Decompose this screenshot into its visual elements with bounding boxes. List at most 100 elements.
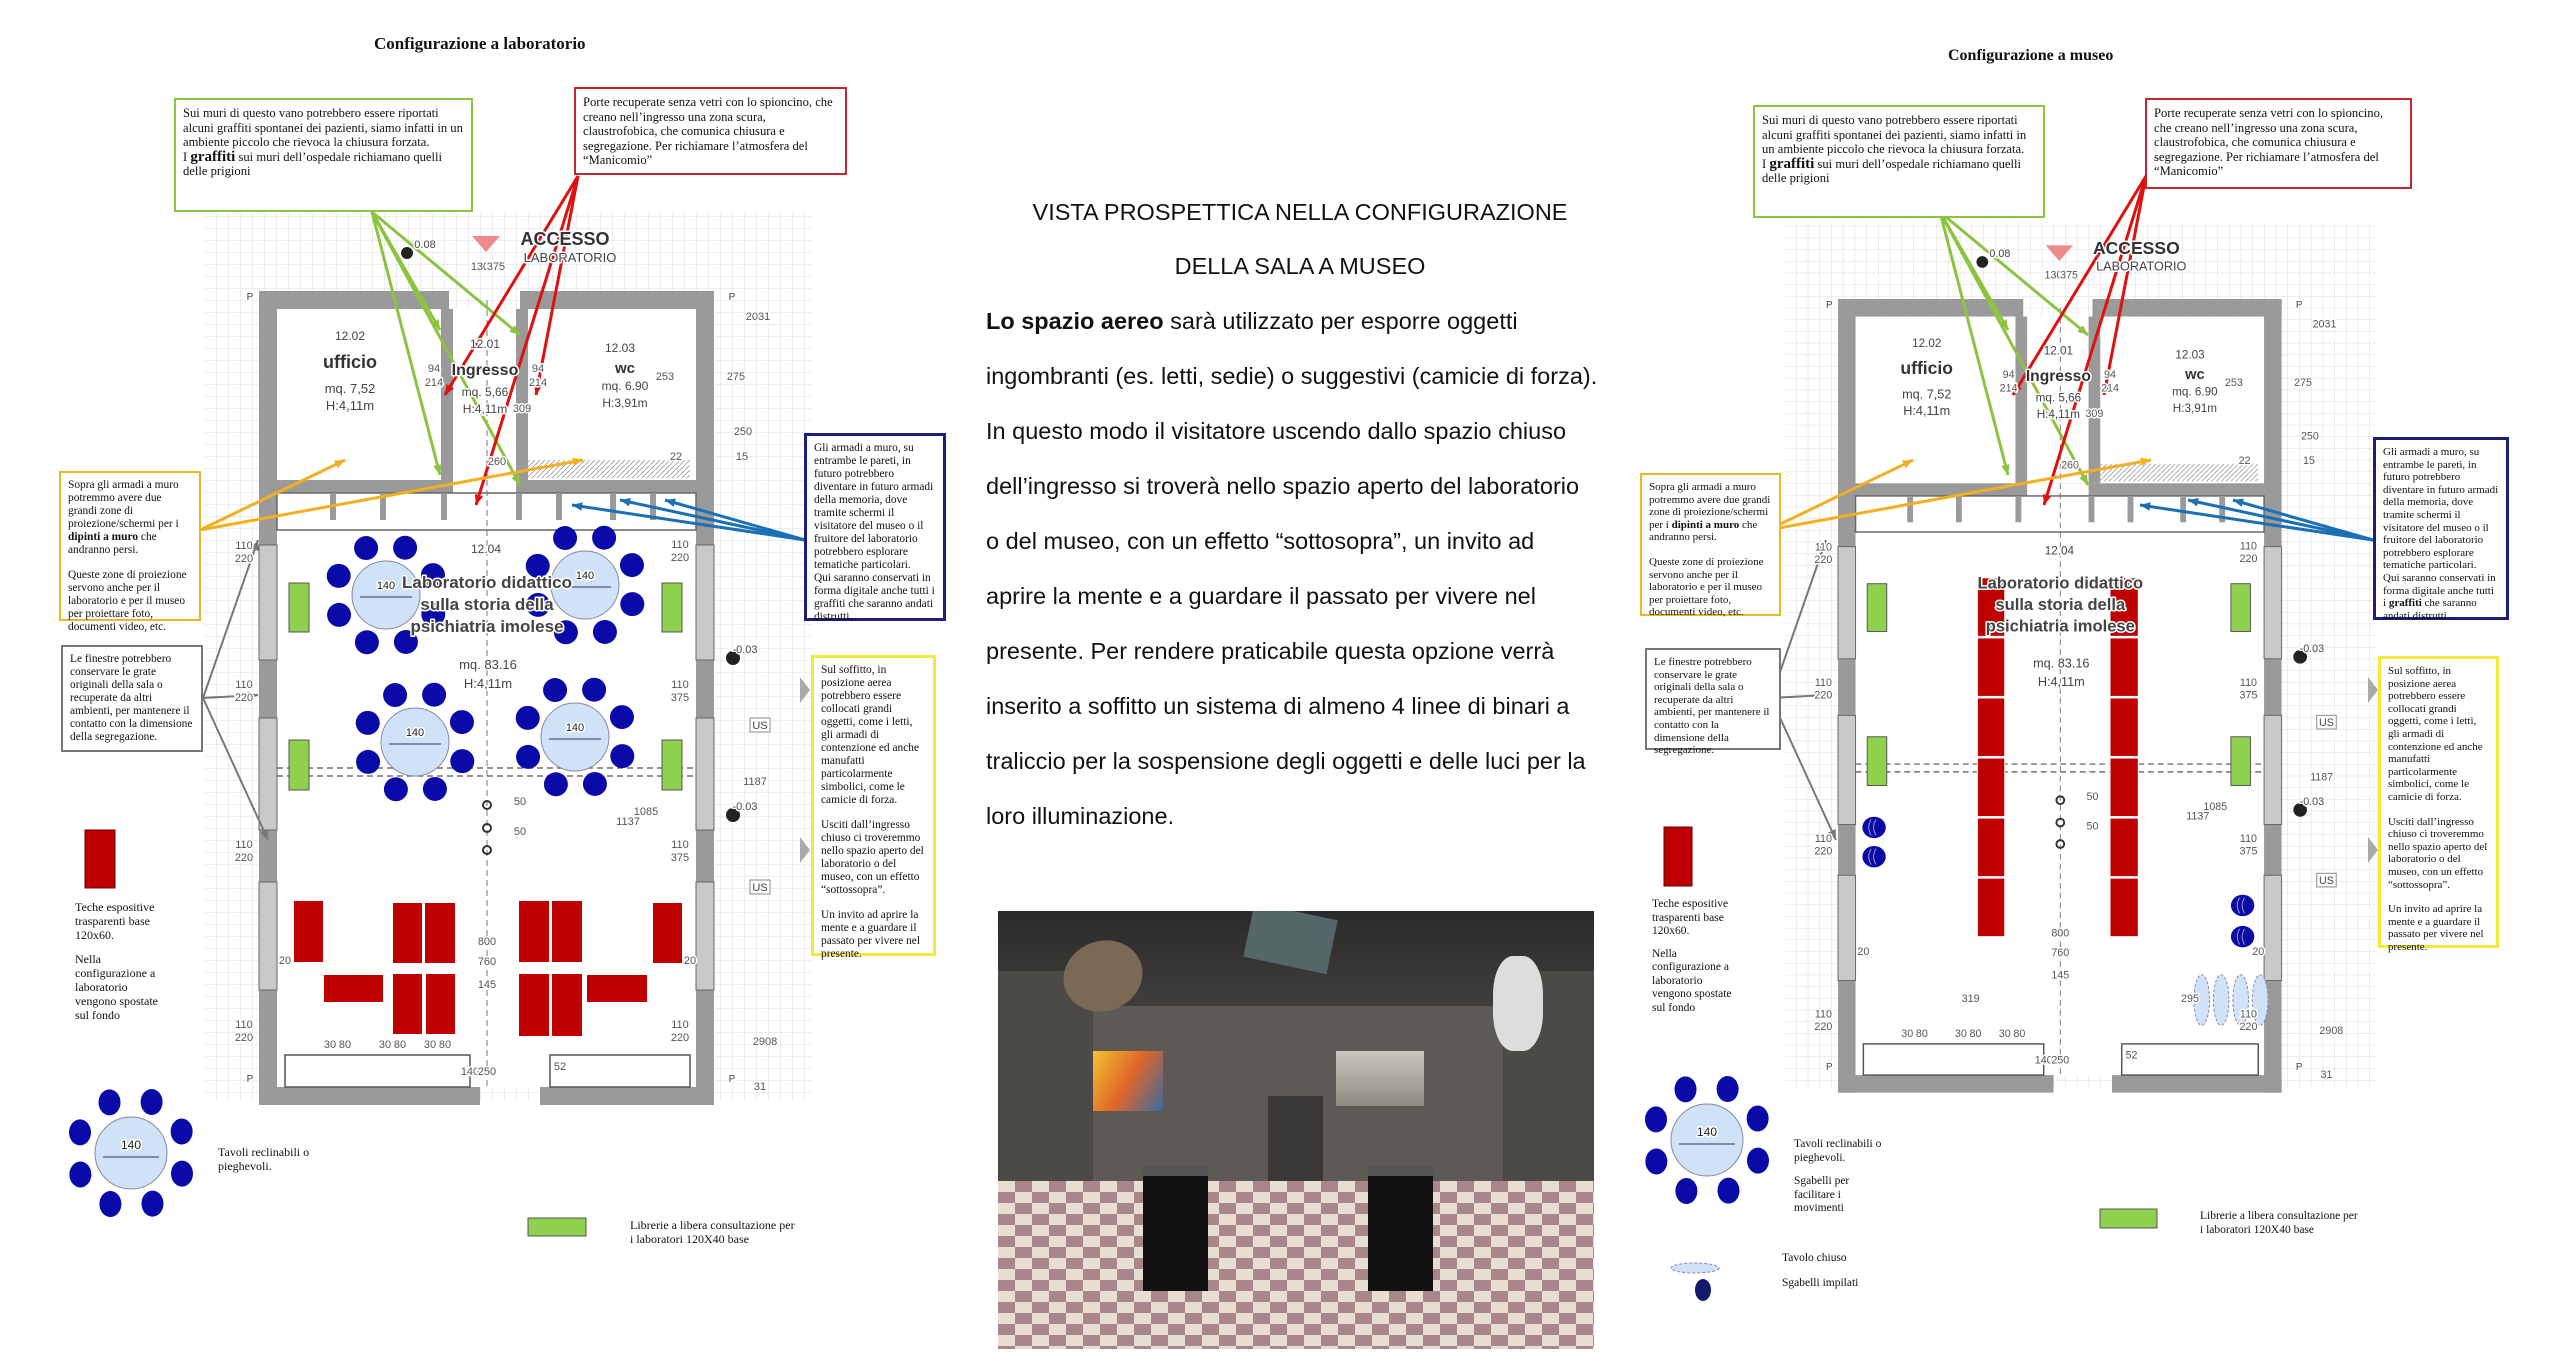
- chair: [543, 772, 568, 797]
- dimension-label: 1085: [634, 806, 658, 818]
- room-height: H:4,11m: [2038, 675, 2085, 689]
- chair: [354, 630, 379, 655]
- note-text: Queste zone di proiezione servono anche …: [68, 569, 187, 633]
- note-text: sui muri dell’ospedale richiamano quelli…: [1762, 156, 2022, 186]
- column-marker: [2055, 839, 2066, 849]
- annotation-arrow: [199, 458, 346, 532]
- legend-librerie: Librerie a libera consultazione per i la…: [2200, 1210, 2358, 1237]
- level-label: -0.03: [2300, 643, 2324, 655]
- right-plan-title: Configurazione a museo: [1948, 47, 2114, 64]
- arrow-head-icon: [665, 498, 676, 507]
- cabinet-divider: [2088, 495, 2095, 523]
- chair: [620, 592, 645, 617]
- p-label: P: [2296, 300, 2303, 311]
- dimension-label: 375: [2060, 270, 2078, 282]
- room-number: 12.02: [335, 329, 365, 343]
- chair: [99, 1190, 122, 1217]
- dimension-label: 110: [1815, 833, 1832, 845]
- closed-table-icon: [1670, 1262, 1720, 1274]
- window: [2263, 714, 2283, 826]
- annotation-arrow: [1770, 697, 1837, 841]
- note-bold: graffiti: [2388, 597, 2422, 610]
- arrow-head-icon: [620, 497, 631, 507]
- room-height: H:4,11m: [1903, 404, 1950, 418]
- us-label: US: [2319, 717, 2334, 729]
- dimension-label: 375: [671, 692, 689, 704]
- legend-line: Librerie a libera consultazione per: [630, 1218, 795, 1232]
- wall: [259, 1087, 480, 1105]
- dimension-label: 110: [671, 1019, 689, 1031]
- display-case-teca: [653, 903, 682, 963]
- display-case-teca: [519, 974, 549, 1036]
- legend-line: Nella: [1652, 947, 1677, 960]
- window: [695, 717, 715, 831]
- note-text: Qui saranno conservati in forma digitale…: [2383, 571, 2496, 610]
- room-name: Ingresso: [2026, 368, 2091, 385]
- chair: [1645, 1148, 1668, 1175]
- dimension-label: 309: [2085, 408, 2103, 420]
- cabinet-divider: [610, 493, 616, 520]
- arrow-head-icon: [2101, 384, 2111, 395]
- window: [258, 544, 278, 661]
- note-graffiti: Sui muri di questo vano potrebbero esser…: [1753, 105, 2045, 218]
- arrow-head-icon: [259, 829, 268, 840]
- window: [1837, 874, 1857, 982]
- arrow-head-icon: [250, 540, 259, 551]
- chair: [393, 629, 418, 654]
- legend-teche: Teche espositive trasparenti base 120x60…: [75, 900, 195, 1022]
- floor: [1855, 316, 2265, 1076]
- dimension-label: 214: [2000, 383, 2018, 395]
- chair: [355, 710, 380, 735]
- display-case-teca: [519, 901, 549, 962]
- dimension-label: 110: [235, 679, 253, 691]
- room-number: 12.02: [1912, 337, 1941, 350]
- dimension-label: 80: [439, 1039, 451, 1051]
- display-case: [1143, 1166, 1208, 1291]
- dimension-label: 110: [235, 1019, 253, 1031]
- dimension-label: 2908: [2319, 1025, 2343, 1037]
- chair: [592, 525, 617, 550]
- arrow-head-icon: [2233, 498, 2244, 507]
- arrow-head-icon: [572, 502, 583, 511]
- dimension-label: 80: [1970, 1028, 1982, 1040]
- legend-line: sul fondo: [75, 1008, 120, 1022]
- note-text: Porte recuperate senza vetri con lo spio…: [583, 95, 833, 168]
- annotation-arrow: [2042, 175, 2148, 506]
- grey-triangle-icon: [2368, 837, 2378, 863]
- chair: [526, 592, 551, 617]
- window: [695, 544, 715, 661]
- legend-library-swatch: [2099, 1208, 2158, 1229]
- dimension-label: 52: [554, 1061, 566, 1073]
- wall: [1838, 299, 2024, 317]
- dimension-label: 31: [2321, 1069, 2333, 1081]
- dimension-label: 220: [235, 1032, 253, 1044]
- dimension-label: 260: [2061, 460, 2079, 472]
- hanging-straitjacket: [1493, 956, 1543, 1051]
- dimension-label: 110: [671, 539, 689, 551]
- arrow-head-icon: [474, 494, 484, 505]
- chair: [356, 749, 381, 774]
- painting: [1336, 1051, 1424, 1106]
- dimension-label: 80: [2013, 1028, 2025, 1040]
- room-name: ufficio: [323, 352, 377, 372]
- arrow-head-icon: [2140, 502, 2151, 511]
- dimension-label: 22: [2239, 455, 2251, 467]
- annotation-arrow: [619, 498, 806, 542]
- legend-line: 120x60.: [1652, 925, 1690, 937]
- cabinet-divider: [2015, 495, 2022, 523]
- chair: [543, 678, 568, 703]
- display-case-teca: [1976, 877, 2006, 938]
- dimension-label: 1137: [616, 816, 640, 828]
- note-bold: dipinti a muro: [1671, 518, 1740, 531]
- dimension-label: 214: [529, 377, 547, 389]
- legend-line: Librerie a libera consultazione per: [2200, 1210, 2358, 1222]
- cabinet-divider: [1955, 495, 1962, 523]
- legend-teche: Teche espositive trasparenti base 120x60…: [1652, 898, 1772, 1015]
- note-armadi: Gli armadi a muro, su entrambe le pareti…: [2373, 437, 2509, 622]
- note-porte: Porte recuperate senza vetri con lo spio…: [2145, 98, 2412, 189]
- arrow-head-icon: [1902, 460, 1913, 469]
- note-text: Sopra gli armadi a muro potremmo avere d…: [1649, 481, 1771, 531]
- dimension-label: 140: [2035, 1054, 2053, 1066]
- access-triangle-icon: [472, 236, 500, 252]
